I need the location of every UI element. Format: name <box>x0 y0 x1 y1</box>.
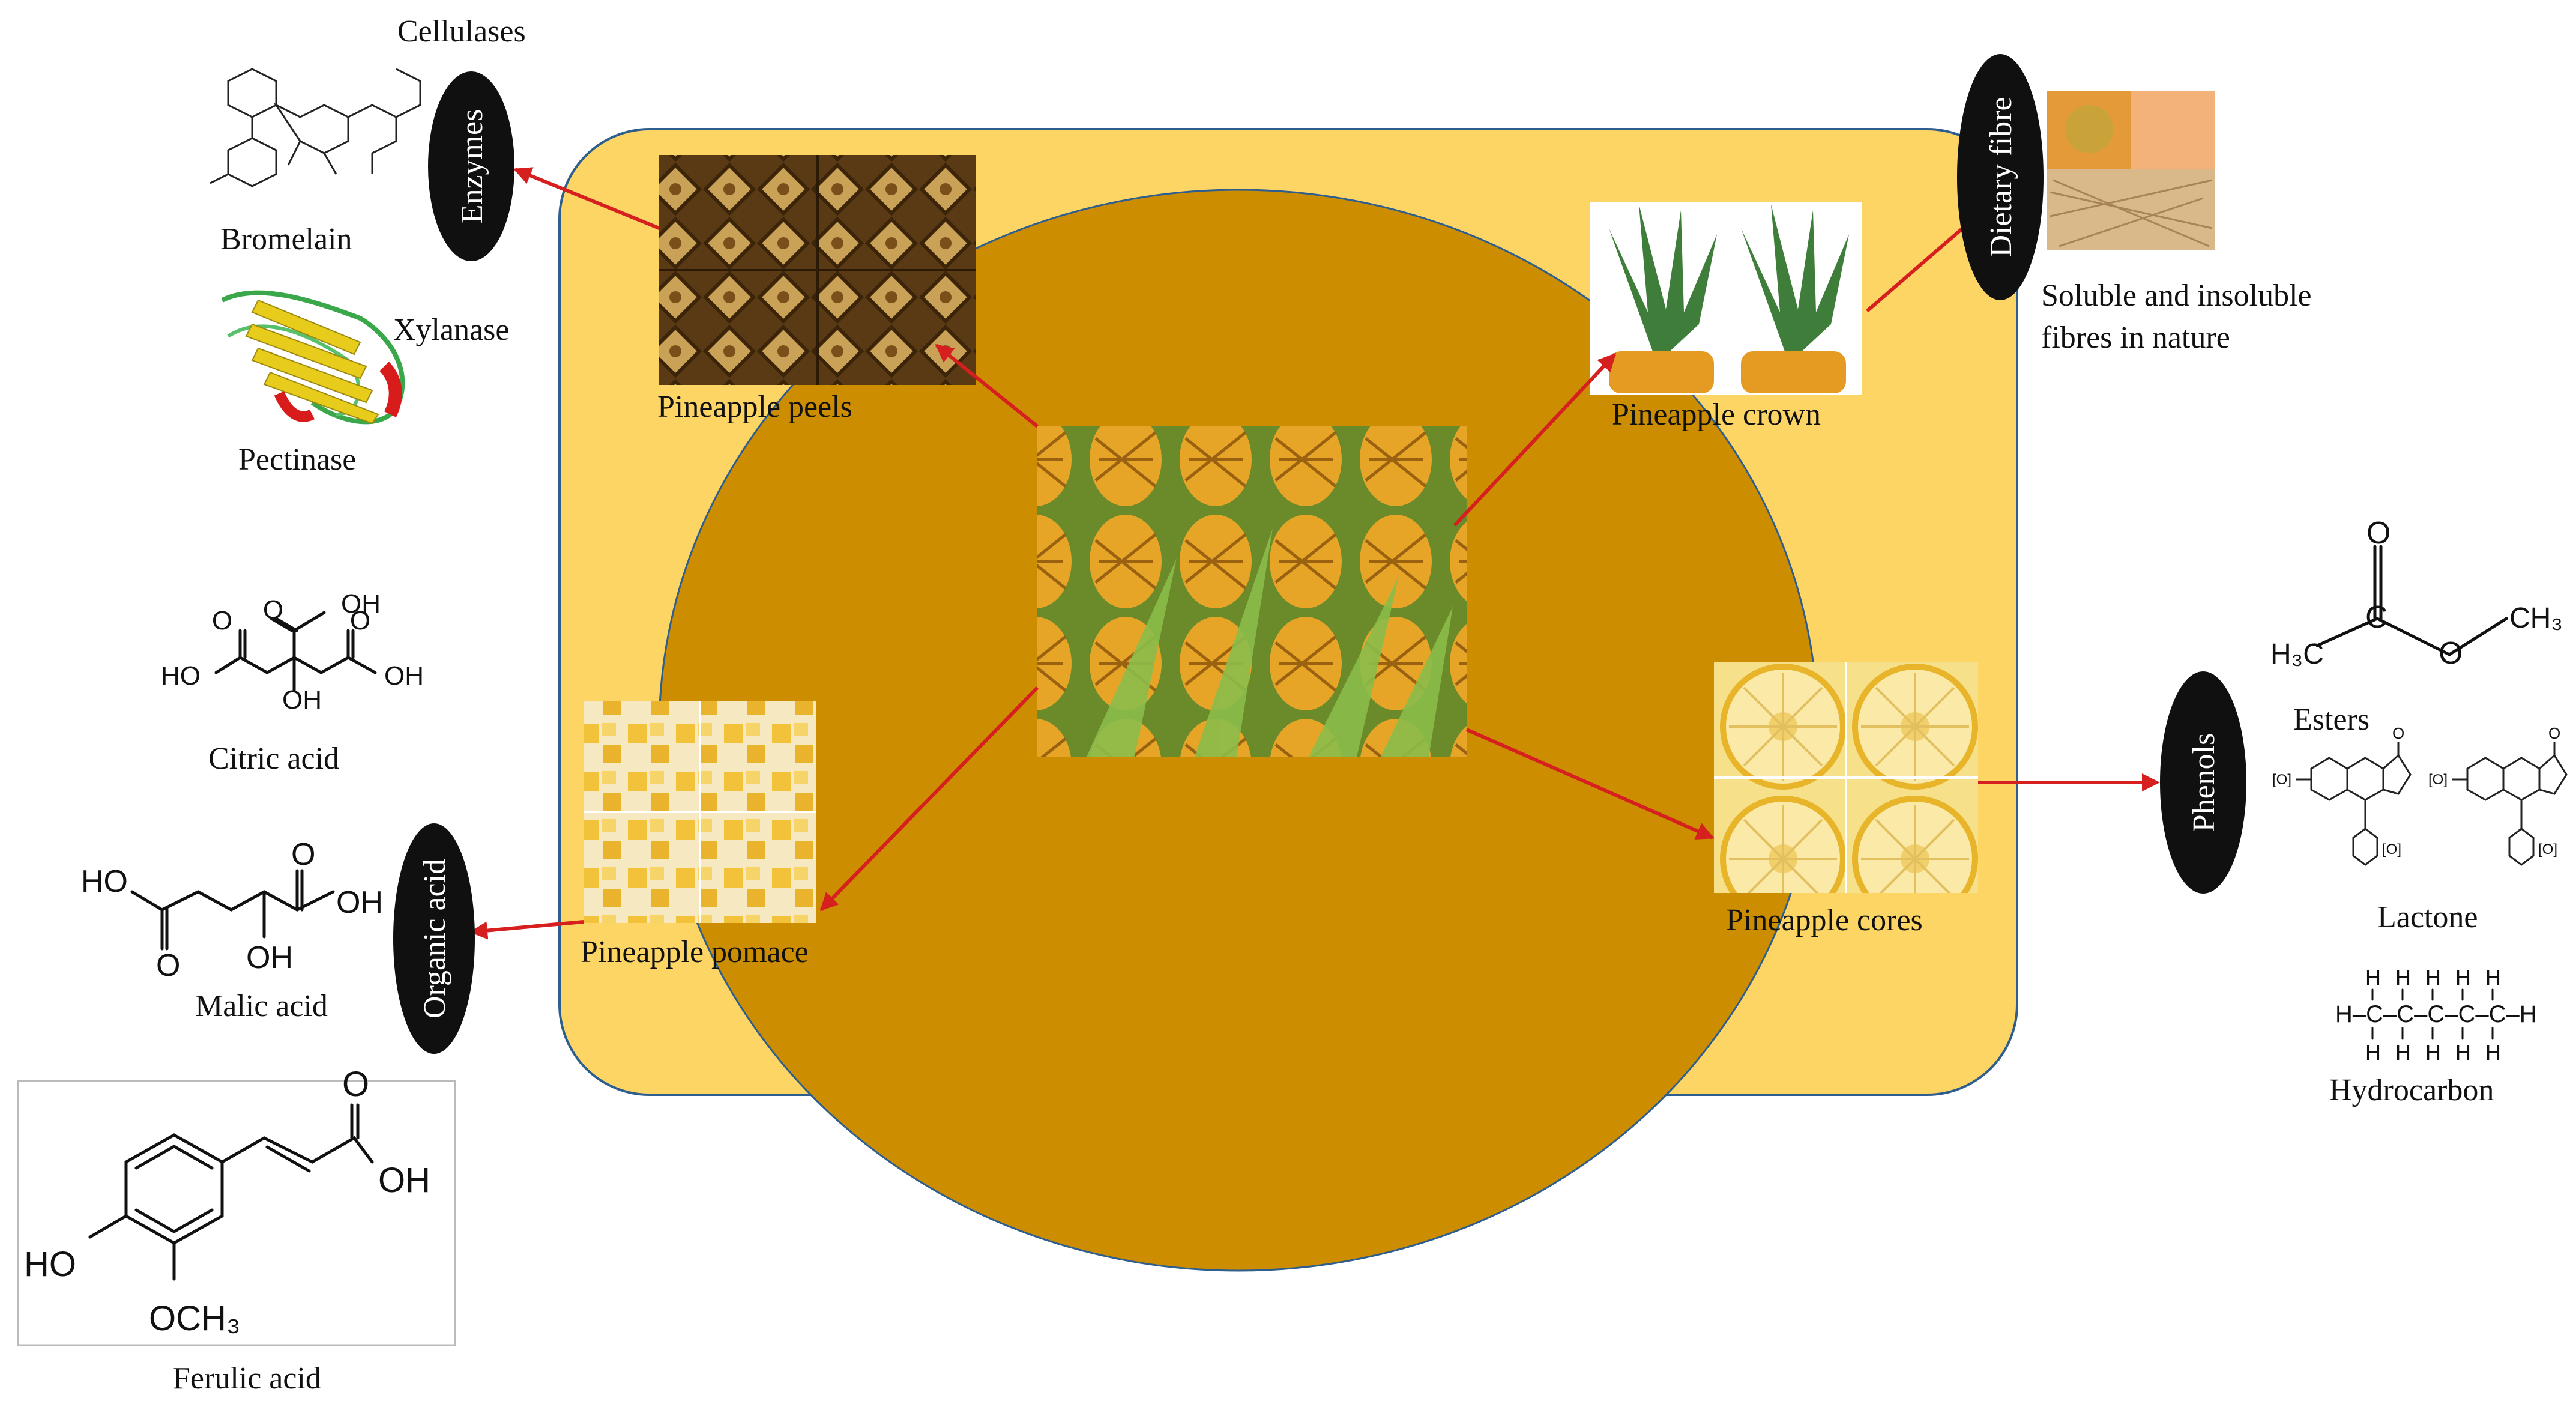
svg-text:H₃C: H₃C <box>2270 638 2324 670</box>
label-pineapple-crown: Pineapple crown <box>1612 398 1821 432</box>
svg-text:H: H <box>2485 965 2501 990</box>
svg-text:O: O <box>342 1065 369 1104</box>
ferulic-acid-structure: O OH HO OCH₃ <box>17 1065 456 1346</box>
arrow-center-to-crown <box>1453 352 1617 527</box>
svg-text:OH: OH <box>341 589 381 619</box>
label-citric-acid: Citric acid <box>208 742 340 776</box>
svg-text:H: H <box>2365 965 2381 990</box>
label-hydrocarbon: Hydrocarbon <box>2329 1073 2494 1107</box>
label-esters: Esters <box>2293 703 2370 737</box>
svg-text:H: H <box>2455 965 2471 990</box>
label-pineapple-peels: Pineapple peels <box>657 390 852 424</box>
dietary-fibre-photo <box>2047 91 2215 250</box>
svg-text:H: H <box>2425 1040 2441 1065</box>
svg-text:OH: OH <box>282 685 322 715</box>
svg-text:Dietary fibre: Dietary fibre <box>1984 97 2018 257</box>
pineapple-peels-photo <box>659 155 976 385</box>
svg-text:[O]: [O] <box>2272 772 2291 788</box>
svg-text:H: H <box>2425 965 2441 990</box>
svg-text:O: O <box>156 948 180 983</box>
lactone-annotations: O [O] [O] O [O] [O] <box>2272 724 2560 858</box>
svg-text:Enzymes: Enzymes <box>455 109 489 224</box>
ester-structure: O C O CH₃ H₃C <box>2270 516 2563 671</box>
svg-text:H: H <box>2395 1040 2411 1065</box>
citric-acid-structure: O O OH O HO OH OH <box>161 589 424 715</box>
fibre-line-2: fibres in nature <box>2041 321 2230 356</box>
svg-text:O: O <box>2439 636 2463 671</box>
svg-text:HO: HO <box>24 1245 76 1284</box>
arrow-center-to-pomace <box>819 686 1039 912</box>
svg-text:H: H <box>2455 1040 2471 1065</box>
label-xylanase: Xylanase <box>393 313 510 347</box>
svg-text:O: O <box>2548 724 2560 742</box>
arrow-center-to-peels <box>935 343 1039 428</box>
svg-text:OH: OH <box>384 661 424 691</box>
label-pineapple-pomace: Pineapple pomace <box>581 935 809 969</box>
svg-text:H: H <box>2485 1040 2501 1065</box>
svg-text:H–C–C–C–C–C–H: H–C–C–C–C–C–H <box>2335 1001 2537 1027</box>
svg-text:O: O <box>263 595 283 625</box>
organic-acid-pill: Organic acid <box>393 823 475 1054</box>
svg-text:O: O <box>2366 516 2390 551</box>
hydrocarbon-structure: H–C–C–C–C–C–H H H H H H H H H H H <box>2335 965 2537 1065</box>
svg-text:HO: HO <box>81 864 128 899</box>
dietary-fibre-pill: Dietary fibre <box>1957 54 2044 300</box>
lactone-structure-1 <box>2296 742 2412 866</box>
svg-text:H: H <box>2395 965 2411 990</box>
svg-text:[O]: [O] <box>2428 772 2448 788</box>
malic-acid-structure: HO O O OH OH <box>81 837 383 983</box>
label-ferulic-acid: Ferulic acid <box>173 1361 321 1396</box>
svg-text:[O]: [O] <box>2382 841 2401 858</box>
svg-text:[O]: [O] <box>2538 841 2557 858</box>
svg-text:H: H <box>2365 1040 2381 1065</box>
svg-text:Organic acid: Organic acid <box>418 859 452 1018</box>
lactone-structure-2 <box>2452 742 2568 866</box>
svg-text:Phenols: Phenols <box>2187 733 2221 832</box>
pineapple-pomace-photo <box>584 701 816 923</box>
label-bromelain: Bromelain <box>220 222 352 256</box>
svg-text:C: C <box>2365 600 2388 635</box>
label-fibre-description: Soluble and insoluble fibres in nature <box>2041 275 2312 359</box>
label-pectinase: Pectinase <box>238 443 357 477</box>
svg-text:OH: OH <box>246 940 293 975</box>
pectinase-structure <box>221 290 405 425</box>
svg-text:O: O <box>350 606 370 635</box>
label-cellulases: Cellulases <box>397 14 526 49</box>
arrow-peels-to-enzymes <box>513 167 660 230</box>
arrows <box>469 167 2160 940</box>
fibre-line-1: Soluble and insoluble <box>2041 279 2312 313</box>
svg-text:O: O <box>2392 724 2404 742</box>
svg-text:O: O <box>291 837 315 872</box>
pineapple-crown-photo <box>1590 202 1862 395</box>
phenols-pill: Phenols <box>2160 671 2246 894</box>
svg-text:HO: HO <box>161 661 201 691</box>
pineapple-fruits-photo <box>1037 426 1467 757</box>
pineapple-cores-photo <box>1714 662 1978 893</box>
label-malic-acid: Malic acid <box>195 989 328 1023</box>
arrow-center-to-cores <box>1465 728 1715 840</box>
label-lactone: Lactone <box>2377 900 2478 934</box>
label-pineapple-cores: Pineapple cores <box>1726 903 1923 937</box>
enzymes-pill: Enzymes <box>428 71 514 261</box>
svg-text:OCH₃: OCH₃ <box>149 1299 241 1338</box>
arrow-pomace-to-organic-acid <box>469 920 584 940</box>
svg-text:OH: OH <box>336 885 383 920</box>
bromelain-structure <box>210 68 421 187</box>
svg-text:CH₃: CH₃ <box>2509 602 2563 634</box>
svg-text:OH: OH <box>378 1161 430 1200</box>
svg-text:O: O <box>212 606 232 635</box>
